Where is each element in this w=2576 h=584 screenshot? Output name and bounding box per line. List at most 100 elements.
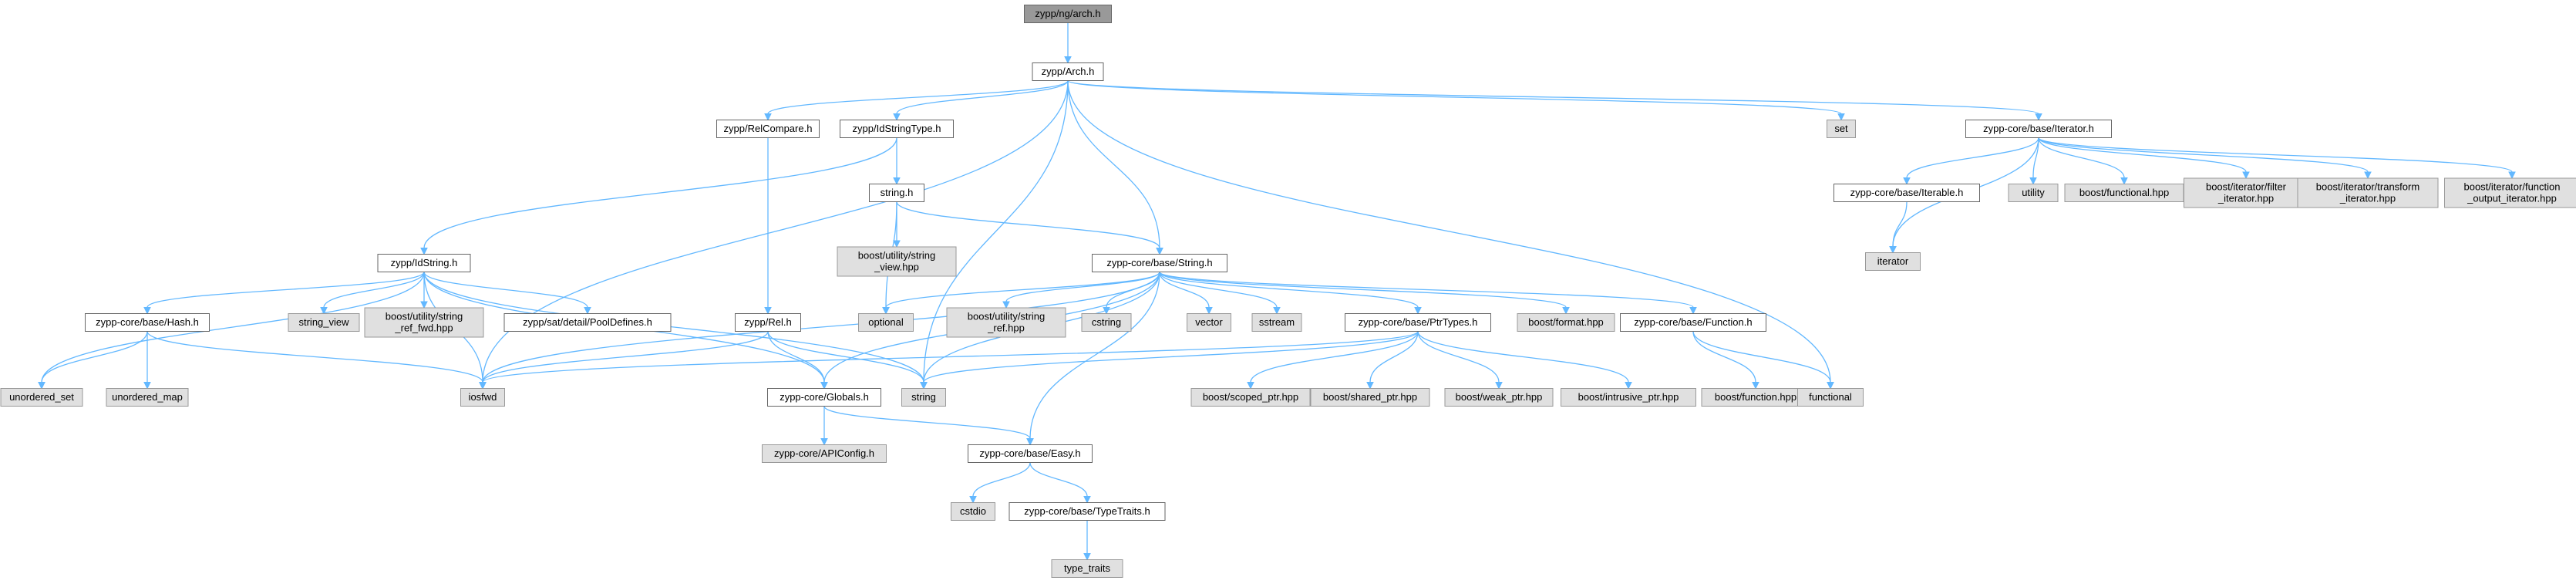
node-boost-transform[interactable]: boost/iterator/transform_iterator.hpp	[2297, 177, 2439, 208]
node-label: zypp-core/base/PtrTypes.h	[1359, 316, 1478, 328]
node-label: boost/utility/string	[968, 311, 1045, 322]
node-easy[interactable]: zypp-core/base/Easy.h	[968, 444, 1093, 463]
edge-line	[1159, 271, 1694, 309]
node-box	[1081, 313, 1132, 332]
node-label: zypp-core/base/Hash.h	[96, 316, 199, 328]
node-set[interactable]: set	[1827, 120, 1856, 138]
node-box	[0, 388, 83, 407]
node-label: _ref_fwd.hpp	[394, 322, 453, 334]
node-iosfwd[interactable]: iosfwd	[460, 388, 505, 407]
node-globals[interactable]: zypp-core/Globals.h	[767, 388, 881, 407]
node-label: boost/scoped_ptr.hpp	[1203, 391, 1298, 403]
edge-line	[1892, 201, 1908, 247]
node-idstringtype[interactable]: zypp/IdStringType.h	[840, 120, 954, 138]
node-label: functional	[1809, 391, 1852, 403]
node-boost-format[interactable]: boost/format.hpp	[1517, 313, 1615, 332]
node-box	[716, 120, 820, 138]
node-box	[288, 313, 360, 332]
node-label: zypp-core/Globals.h	[780, 391, 869, 403]
arrowhead	[1562, 307, 1570, 315]
node-boost-filter[interactable]: boost/iterator/filter_iterator.hpp	[2184, 177, 2308, 208]
node-box	[1092, 254, 1227, 272]
edge-base-string-to-vector	[1159, 272, 1213, 315]
node-relcompare[interactable]: zypp/RelCompare.h	[716, 120, 820, 138]
edge-arch-to-idstringtype	[893, 80, 1069, 121]
node-box	[968, 444, 1093, 463]
node-boost-weak[interactable]: boost/weak_ptr.hpp	[1444, 388, 1554, 407]
edge-idstring-to-pooldefines	[423, 272, 591, 315]
arrowhead	[1827, 382, 1834, 390]
arrowhead	[820, 382, 828, 390]
edge-line	[1417, 331, 1629, 383]
edge-line	[1692, 331, 1756, 383]
arrowhead	[2242, 171, 2250, 180]
node-iterator-h[interactable]: zypp-core/base/Iterator.h	[1965, 120, 2112, 138]
node-boost-functional[interactable]: boost/functional.hpp	[2064, 184, 2184, 202]
edge-base-string-to-ptrtypes	[1159, 272, 1422, 315]
node-string[interactable]: string	[901, 388, 946, 407]
node-cstdio[interactable]: cstdio	[951, 502, 995, 521]
node-unordered-set[interactable]: unordered_set	[0, 388, 83, 407]
node-boost-func-out[interactable]: boost/iterator/function_output_iterator.…	[2444, 177, 2576, 208]
node-function-h[interactable]: zypp-core/base/Function.h	[1620, 313, 1766, 332]
arrowhead	[920, 382, 928, 390]
node-optional[interactable]: optional	[858, 313, 914, 332]
node-box	[1051, 559, 1123, 578]
node-utility[interactable]: utility	[2008, 184, 2059, 202]
edge-base-string-to-boost-string-ref	[1002, 272, 1160, 309]
arrowhead	[420, 248, 428, 255]
edge-line	[2032, 137, 2039, 178]
edge-ptrtypes-to-boost-shared	[1366, 331, 1419, 390]
node-rel[interactable]: zypp/Rel.h	[735, 313, 801, 332]
arrowhead	[1083, 496, 1091, 504]
edge-line	[1005, 272, 1160, 302]
node-string-h[interactable]: string.h	[869, 184, 924, 202]
node-boost-scoped[interactable]: boost/scoped_ptr.hpp	[1190, 388, 1311, 407]
node-label: boost/shared_ptr.hpp	[1323, 391, 1417, 403]
node-functional[interactable]: functional	[1797, 388, 1864, 407]
node-boost-string-ref[interactable]: boost/utility/string_ref.hpp	[946, 307, 1066, 338]
node-cstring[interactable]: cstring	[1081, 313, 1132, 332]
node-string-view[interactable]: string_view	[288, 313, 360, 332]
node-boost-string-ref-fwd[interactable]: boost/utility/string_ref_fwd.hpp	[364, 307, 484, 338]
node-label: string	[911, 391, 936, 403]
node-ptrtypes[interactable]: zypp-core/base/PtrTypes.h	[1345, 313, 1491, 332]
node-hash[interactable]: zypp-core/base/Hash.h	[85, 313, 210, 332]
node-base-string[interactable]: zypp-core/base/String.h	[1092, 254, 1227, 272]
node-boost-function[interactable]: boost/function.hpp	[1701, 388, 1810, 407]
arrowhead	[893, 177, 901, 185]
arrowhead	[820, 438, 828, 446]
node-label: zypp-core/base/String.h	[1106, 257, 1212, 268]
node-sstream[interactable]: sstream	[1251, 313, 1302, 332]
node-box	[106, 388, 189, 407]
node-box	[503, 313, 672, 332]
arrowhead	[479, 382, 487, 390]
edge-line	[1692, 331, 1831, 383]
node-arch[interactable]: zypp/Arch.h	[1032, 62, 1104, 81]
arrowhead	[420, 301, 428, 309]
edge-line	[2038, 137, 2513, 173]
node-pooldefines[interactable]: zypp/sat/detail/PoolDefines.h	[503, 313, 672, 332]
node-idstring[interactable]: zypp/IdString.h	[377, 254, 471, 272]
node-boost-intrusive[interactable]: boost/intrusive_ptr.hpp	[1561, 388, 1696, 407]
edge-line	[1417, 331, 1500, 383]
node-typetraits[interactable]: zypp-core/base/TypeTraits.h	[1009, 502, 1166, 521]
node-vector[interactable]: vector	[1187, 313, 1231, 332]
arrowhead	[1064, 56, 1072, 64]
node-boost-string-view[interactable]: boost/utility/string_view.hpp	[837, 246, 957, 277]
node-box	[460, 388, 505, 407]
edge-relcompare-to-rel	[764, 137, 772, 315]
edge-layer	[38, 22, 2516, 561]
edge-line	[972, 462, 1031, 497]
node-apiconfig[interactable]: zypp-core/APIConfig.h	[762, 444, 887, 463]
node-boost-shared[interactable]: boost/shared_ptr.hpp	[1310, 388, 1430, 407]
edge-ptrtypes-to-iosfwd	[479, 330, 1419, 390]
node-iterator[interactable]: iterator	[1865, 252, 1921, 271]
arrowhead	[2364, 171, 2372, 180]
node-box	[951, 502, 995, 521]
edge-line	[2038, 137, 2125, 178]
node-type-traits[interactable]: type_traits	[1051, 559, 1123, 578]
node-box	[901, 388, 946, 407]
node-iterable[interactable]: zypp-core/base/Iterable.h	[1834, 184, 1980, 202]
node-unordered-map[interactable]: unordered_map	[106, 388, 189, 407]
